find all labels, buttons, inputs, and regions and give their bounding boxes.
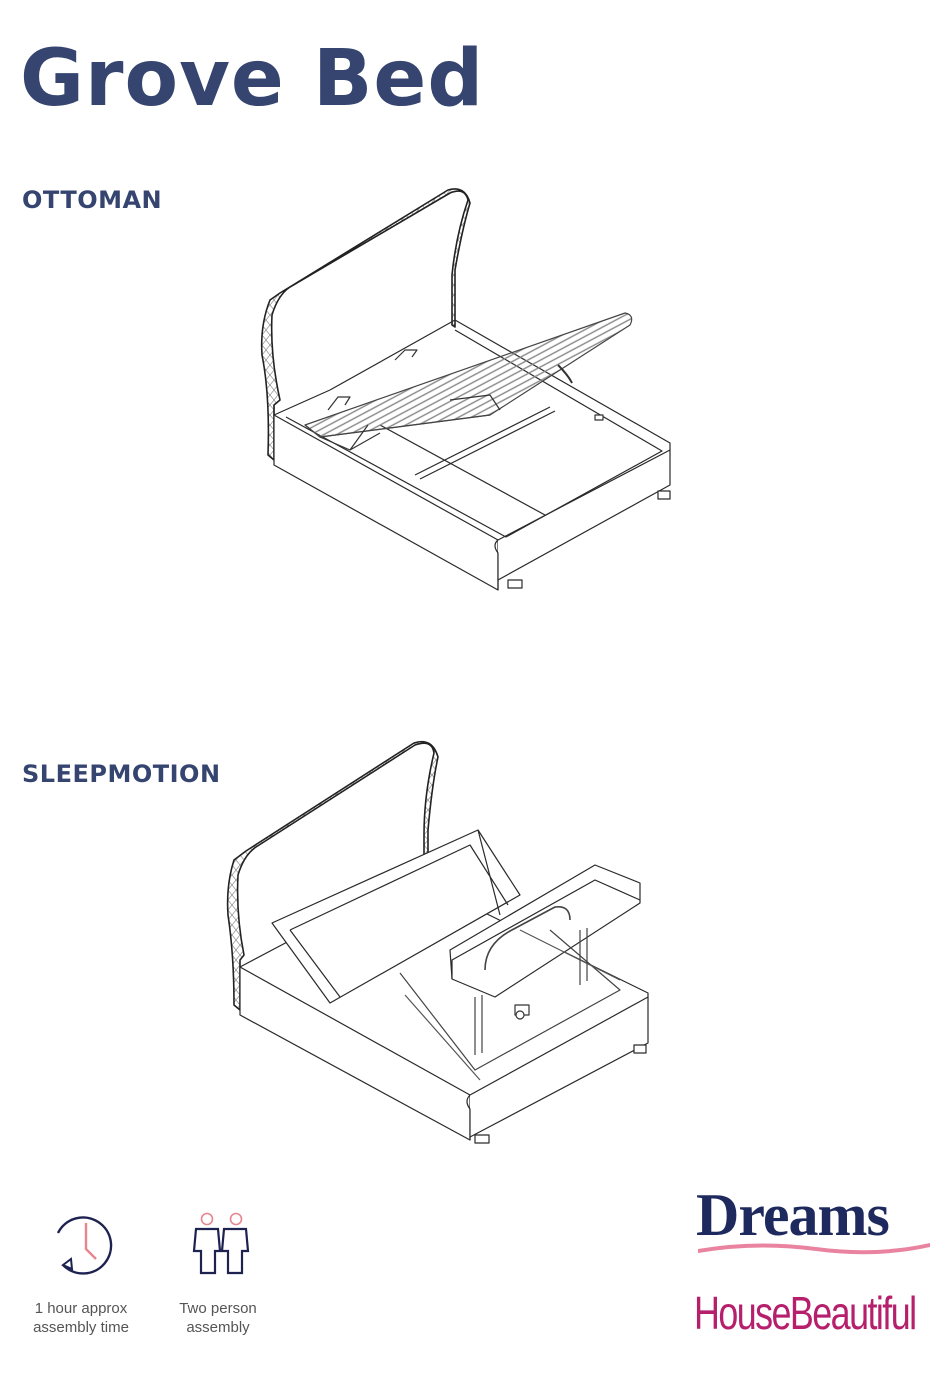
two-person-caption: Two person assembly xyxy=(179,1300,257,1336)
page-title: Grove Bed xyxy=(20,34,485,124)
house-beautiful-logo: HouseBeautiful xyxy=(694,1287,917,1339)
ottoman-bed-illustration xyxy=(250,185,690,595)
section-label-sleepmotion: SLEEPMOTION xyxy=(22,760,221,788)
two-people-icon xyxy=(192,1212,250,1275)
sleepmotion-bed-illustration xyxy=(220,735,660,1145)
section-label-ottoman: OTTOMAN xyxy=(22,186,163,214)
dreams-wave-icon xyxy=(698,1243,930,1255)
assembly-time-caption: 1 hour approx assembly time xyxy=(33,1300,129,1336)
dreams-wordmark: Dreams xyxy=(696,1182,890,1248)
assembly-time-feature: 1 hour approx assembly time xyxy=(16,1205,146,1337)
dreams-logo: Dreams xyxy=(696,1183,932,1261)
clock-icon xyxy=(56,1216,113,1275)
two-person-feature: Two person assembly xyxy=(153,1205,283,1337)
